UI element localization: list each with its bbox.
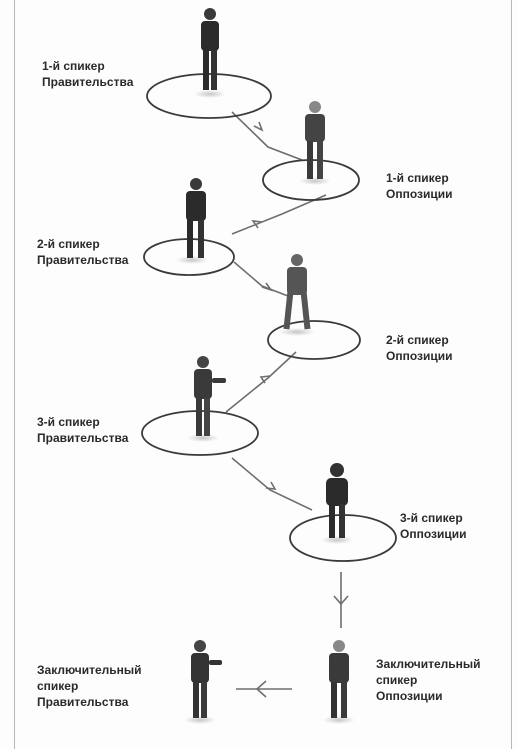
label-line: Заключительный [37, 663, 142, 677]
person-figure-opp-3 [321, 463, 353, 544]
left-frame-line [14, 0, 15, 749]
label-line: Правительства [37, 695, 129, 709]
label-line: 3-й спикер [400, 511, 463, 525]
person-figure-gov-3 [187, 356, 226, 442]
arrow-3-to-4-head [261, 282, 274, 292]
arrow-4-to-5 [225, 351, 297, 413]
label-line: Правительства [37, 431, 129, 445]
person-figure-gov-2 [176, 178, 208, 264]
arrow-7-to-8-head [255, 680, 267, 698]
label-line: 2-й спикер [37, 237, 100, 251]
floor-rings [141, 73, 397, 562]
ring-opp-2 [267, 320, 361, 360]
label-line: Оппозиции [376, 689, 443, 703]
label-line: спикер [37, 679, 79, 693]
connector-arrows [225, 111, 349, 698]
person-figure-opp-1 [299, 101, 331, 185]
label-line: Правительства [42, 75, 134, 89]
label-line: Правительства [37, 253, 129, 267]
label-line: Заключительный [376, 657, 481, 671]
label-speaker-gov-final: Заключительный спикер Правительства [37, 662, 142, 710]
arrow-2-to-3-head [251, 220, 263, 229]
person-figure-opp-2 [279, 254, 315, 336]
label-line: 2-й спикер [386, 333, 449, 347]
label-line: Оппозиции [386, 349, 453, 363]
label-speaker-opp-1: 1-й спикер Оппозиции [386, 170, 452, 202]
arrow-4-to-5-head [259, 375, 271, 384]
label-line: Оппозиции [400, 527, 467, 541]
arrow-1-to-2-head [253, 121, 264, 132]
person-figure-opp-final [323, 640, 355, 724]
label-speaker-gov-3: 3-й спикер Правительства [37, 414, 128, 446]
label-speaker-opp-3: 3-й спикер Оппозиции [400, 510, 466, 542]
person-figure-gov-1 [194, 8, 226, 98]
label-line: Оппозиции [386, 187, 453, 201]
right-frame-line [511, 0, 512, 749]
arrow-2-to-3 [231, 194, 327, 235]
arrow-5-to-6-head [265, 481, 277, 490]
label-line: 1-й спикер [42, 59, 105, 73]
label-line: 1-й спикер [386, 171, 449, 185]
person-figure-gov-final [184, 640, 222, 724]
label-speaker-gov-2: 2-й спикер Правительства [37, 236, 128, 268]
arrow-5-to-6 [231, 457, 313, 511]
label-speaker-opp-2: 2-й спикер Оппозиции [386, 332, 452, 364]
label-line: 3-й спикер [37, 415, 100, 429]
arrow-6-to-7-head [333, 595, 349, 606]
label-speaker-opp-final: Заключительный спикер Оппозиции [376, 656, 481, 704]
figures [176, 8, 355, 724]
label-line: спикер [376, 673, 418, 687]
label-speaker-gov-1: 1-й спикер Правительства [42, 58, 133, 90]
arrow-1-to-2 [231, 111, 303, 161]
arrow-3-to-4 [233, 261, 289, 297]
